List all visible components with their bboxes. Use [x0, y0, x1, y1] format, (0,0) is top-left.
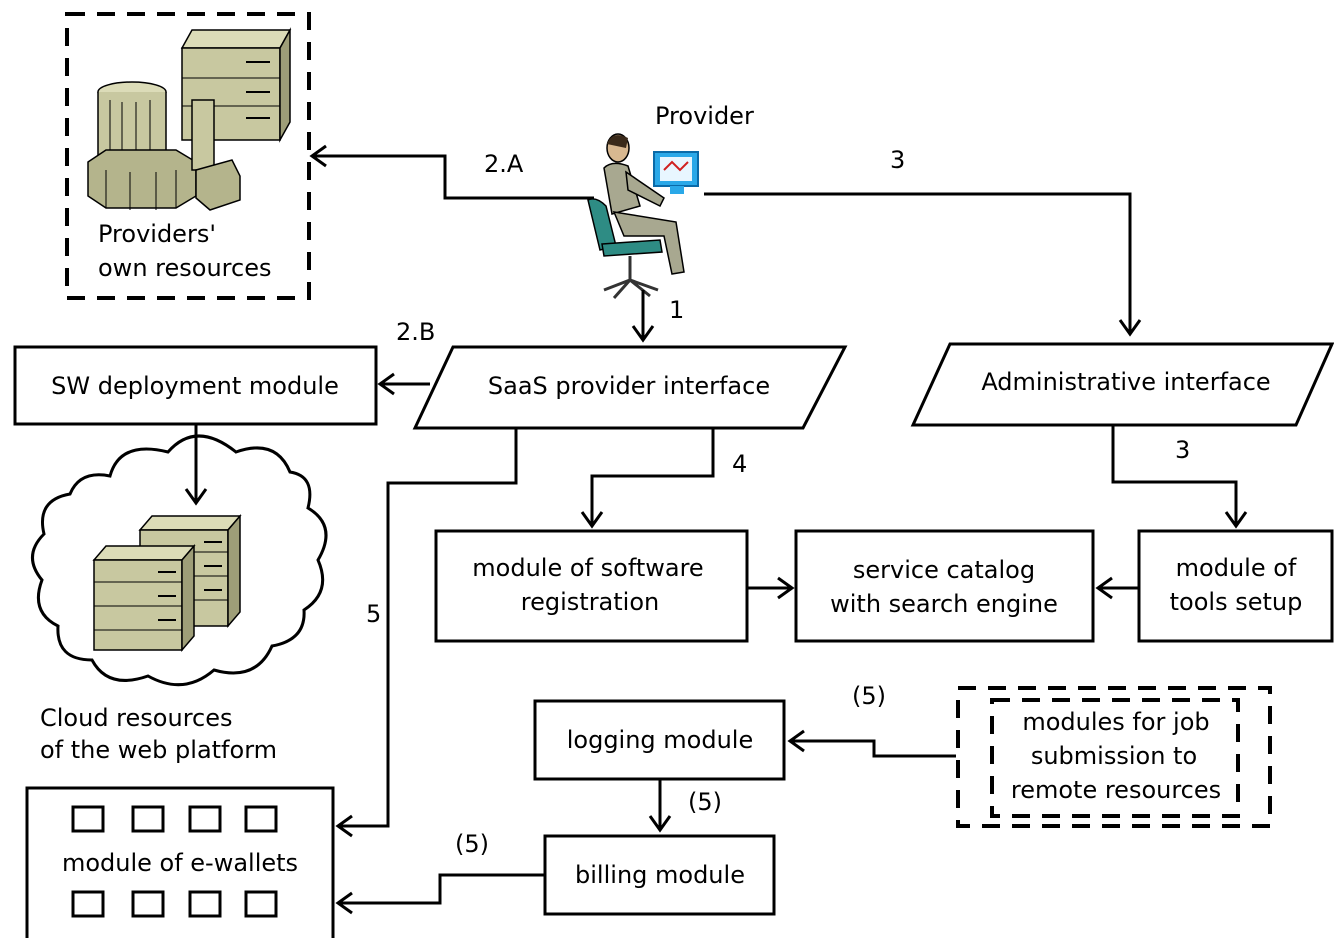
edge-label-3-right: 3 — [1175, 436, 1190, 464]
edge-labels: 2.A 3 1 2.B 3 4 5 (5) (5) (5) — [366, 146, 1190, 858]
edge-label-2a: 2.A — [484, 150, 524, 178]
edge-label-1: 1 — [669, 296, 684, 324]
edge-2b — [377, 372, 430, 396]
job-submission-label-2: submission to — [1031, 742, 1197, 770]
sw-deployment-node: SW deployment module — [13, 345, 378, 426]
job-submission-node: modules for job submission to remote res… — [956, 686, 1272, 828]
edge-label-4: 4 — [732, 450, 747, 478]
provider-person-icon — [587, 133, 699, 299]
logging-node: logging module — [533, 699, 786, 781]
service-catalog-label-2: with search engine — [830, 590, 1058, 618]
admin-interface-label: Administrative interface — [981, 368, 1270, 396]
saas-interface-node: SaaS provider interface — [412, 345, 848, 430]
wallet-slot-icon — [188, 805, 222, 833]
edge-5 — [335, 429, 518, 838]
edge-2a — [309, 144, 594, 200]
wallet-slot-icon — [131, 890, 165, 918]
tools-setup-label-2: tools setup — [1170, 588, 1303, 616]
cloud-resources-label-2: of the web platform — [40, 736, 277, 764]
wallet-slot-icon — [244, 805, 278, 833]
edge-registration-catalog — [748, 576, 795, 600]
logging-label: logging module — [567, 726, 754, 754]
service-catalog-node: service catalog with search engine — [794, 529, 1095, 643]
own-resources-node: Providers' own resources — [65, 12, 311, 300]
wallet-slot-icon — [71, 890, 105, 918]
cloud-resources-label-1: Cloud resources — [40, 704, 233, 732]
edge-tools-catalog — [1095, 576, 1138, 600]
software-registration-node: module of software registration — [434, 529, 749, 643]
edge-label-5-billing: (5) — [455, 830, 489, 858]
job-submission-label-3: remote resources — [1011, 776, 1221, 804]
e-wallets-label: module of e-wallets — [62, 849, 298, 877]
wallet-slot-icon — [71, 805, 105, 833]
e-wallets-node: module of e-wallets — [25, 786, 335, 938]
wallet-slot-icon — [188, 890, 222, 918]
software-registration-label-1: module of software — [472, 554, 703, 582]
edge-3-right — [1111, 426, 1248, 529]
software-registration-label-2: registration — [521, 588, 659, 616]
admin-interface-node: Administrative interface — [910, 342, 1334, 427]
job-submission-label-1: modules for job — [1022, 708, 1209, 736]
edge-label-3-top: 3 — [890, 146, 905, 174]
edge-3-top — [704, 192, 1142, 337]
edge-label-5: 5 — [366, 600, 381, 628]
edge-deploy-cloud — [184, 425, 208, 506]
edge-label-5-jobs: (5) — [852, 682, 886, 710]
own-resources-label-2: own resources — [98, 254, 271, 282]
billing-label: billing module — [575, 861, 745, 889]
server-rack-icon — [92, 513, 242, 653]
wallet-slot-icon — [131, 805, 165, 833]
provider-label: Provider — [655, 102, 754, 130]
saas-interface-label: SaaS provider interface — [488, 372, 770, 400]
edge-label-5-logging: (5) — [688, 788, 722, 816]
connectors — [184, 144, 1248, 915]
billing-node: billing module — [543, 834, 776, 916]
tools-setup-node: module of tools setup — [1137, 529, 1334, 643]
own-resources-label-1: Providers' — [98, 220, 216, 248]
tools-setup-label-1: module of — [1176, 554, 1297, 582]
cloud-resources-node: Cloud resources of the web platform — [31, 434, 328, 764]
edge-5-jobs — [787, 729, 956, 758]
wallet-slot-icon — [244, 890, 278, 918]
service-catalog-label-1: service catalog — [853, 556, 1035, 584]
edge-1 — [631, 290, 655, 343]
edge-5-billing — [335, 873, 544, 915]
edge-4 — [580, 429, 715, 529]
server-rack-icon — [87, 27, 292, 211]
provider-node: Provider — [587, 102, 754, 299]
sw-deployment-label: SW deployment module — [51, 372, 339, 400]
edge-label-2b: 2.B — [396, 318, 435, 346]
edge-5-logging — [648, 780, 672, 833]
